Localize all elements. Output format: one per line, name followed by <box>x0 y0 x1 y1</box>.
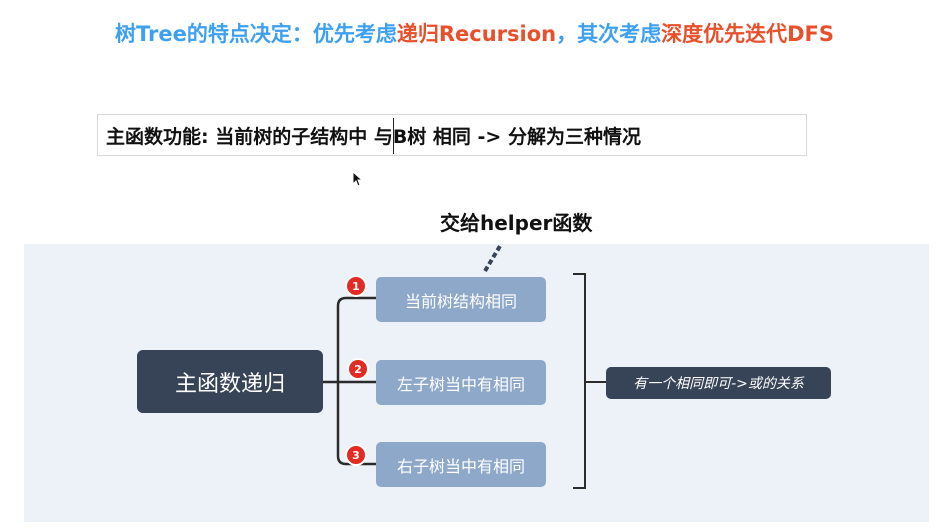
badge-3: 3 <box>345 444 367 466</box>
summary-node-label: 有一个相同即可->或的关系 <box>633 376 804 392</box>
mouse-pointer-icon <box>352 171 362 187</box>
root-node[interactable]: 主函数递归 <box>137 350 323 413</box>
slide-title: 树Tree的特点决定：优先考虑递归Recursion，其次考虑深度优先迭代DFS <box>0 18 949 48</box>
child-node-1[interactable]: 当前树结构相同 <box>376 277 546 322</box>
badge-2: 2 <box>347 358 369 380</box>
badge-1-number: 1 <box>352 279 360 293</box>
child-node-2-label: 左子树当中有相同 <box>396 374 525 394</box>
summary-node[interactable]: 有一个相同即可->或的关系 <box>606 367 831 399</box>
title-part-3: ，其次考虑 <box>556 22 662 46</box>
root-node-label: 主函数递归 <box>174 371 285 397</box>
title-part-2: 递归Recursion <box>396 22 557 46</box>
badge-1: 1 <box>345 275 367 297</box>
badge-3-number: 3 <box>352 448 360 462</box>
child-node-3-label: 右子树当中有相同 <box>396 456 525 476</box>
child-node-1-label: 当前树结构相同 <box>404 291 517 311</box>
subtitle-textbox[interactable]: 主函数功能: 当前树的子结构中 与B树 相同 -> 分解为三种情况 <box>97 114 807 156</box>
subtitle-text: 主函数功能: 当前树的子结构中 与B树 相同 -> 分解为三种情况 <box>106 125 641 148</box>
text-caret <box>393 118 394 154</box>
title-part-4: 深度优先迭代DFS <box>661 22 834 46</box>
badge-2-number: 2 <box>354 362 362 376</box>
helper-annotation: 交给helper函数 <box>440 211 593 235</box>
title-part-1: 树Tree的特点决定：优先考虑 <box>114 22 397 46</box>
child-node-3[interactable]: 右子树当中有相同 <box>376 442 546 487</box>
child-node-2[interactable]: 左子树当中有相同 <box>376 360 546 405</box>
